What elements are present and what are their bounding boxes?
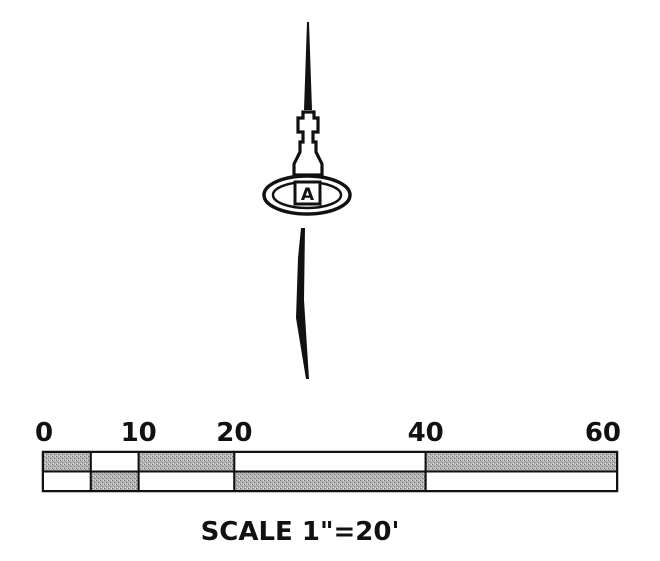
scale-tick-label-0: 0 xyxy=(35,418,53,448)
scale-bar-segments xyxy=(42,451,618,492)
scale-tick-label-40: 40 xyxy=(408,418,444,448)
scale-segment-bottom-4 xyxy=(424,470,618,492)
north-arrow-letter-box xyxy=(293,180,322,206)
scale-segment-top-3 xyxy=(233,451,427,473)
scale-bar: 0 10 20 40 60 SCALE 1"=20' xyxy=(35,418,621,547)
north-arrow-letter: A xyxy=(301,185,315,205)
scale-tick-label-20: 20 xyxy=(216,418,252,448)
scale-segment-top-2 xyxy=(137,451,236,473)
north-arrow-tower xyxy=(292,110,324,177)
scale-tick-label-60: 60 xyxy=(585,418,621,448)
scale-segment-bottom-2 xyxy=(137,470,236,492)
scale-tick-label-10: 10 xyxy=(121,418,157,448)
north-arrow-lower-blade xyxy=(296,228,309,379)
scale-bar-tick-labels: 0 10 20 40 60 xyxy=(35,418,621,448)
scale-segment-top-4 xyxy=(424,451,618,473)
scale-segment-top-1 xyxy=(89,451,140,473)
scale-segment-bottom-0 xyxy=(42,470,92,492)
north-arrow-upper-spike xyxy=(304,22,312,110)
scale-segment-bottom-1 xyxy=(89,470,140,492)
north-arrow-icon: A xyxy=(262,22,352,379)
scale-caption: SCALE 1"=20' xyxy=(201,517,400,547)
scale-segment-top-0 xyxy=(42,451,92,473)
scale-segment-bottom-3 xyxy=(233,470,427,492)
